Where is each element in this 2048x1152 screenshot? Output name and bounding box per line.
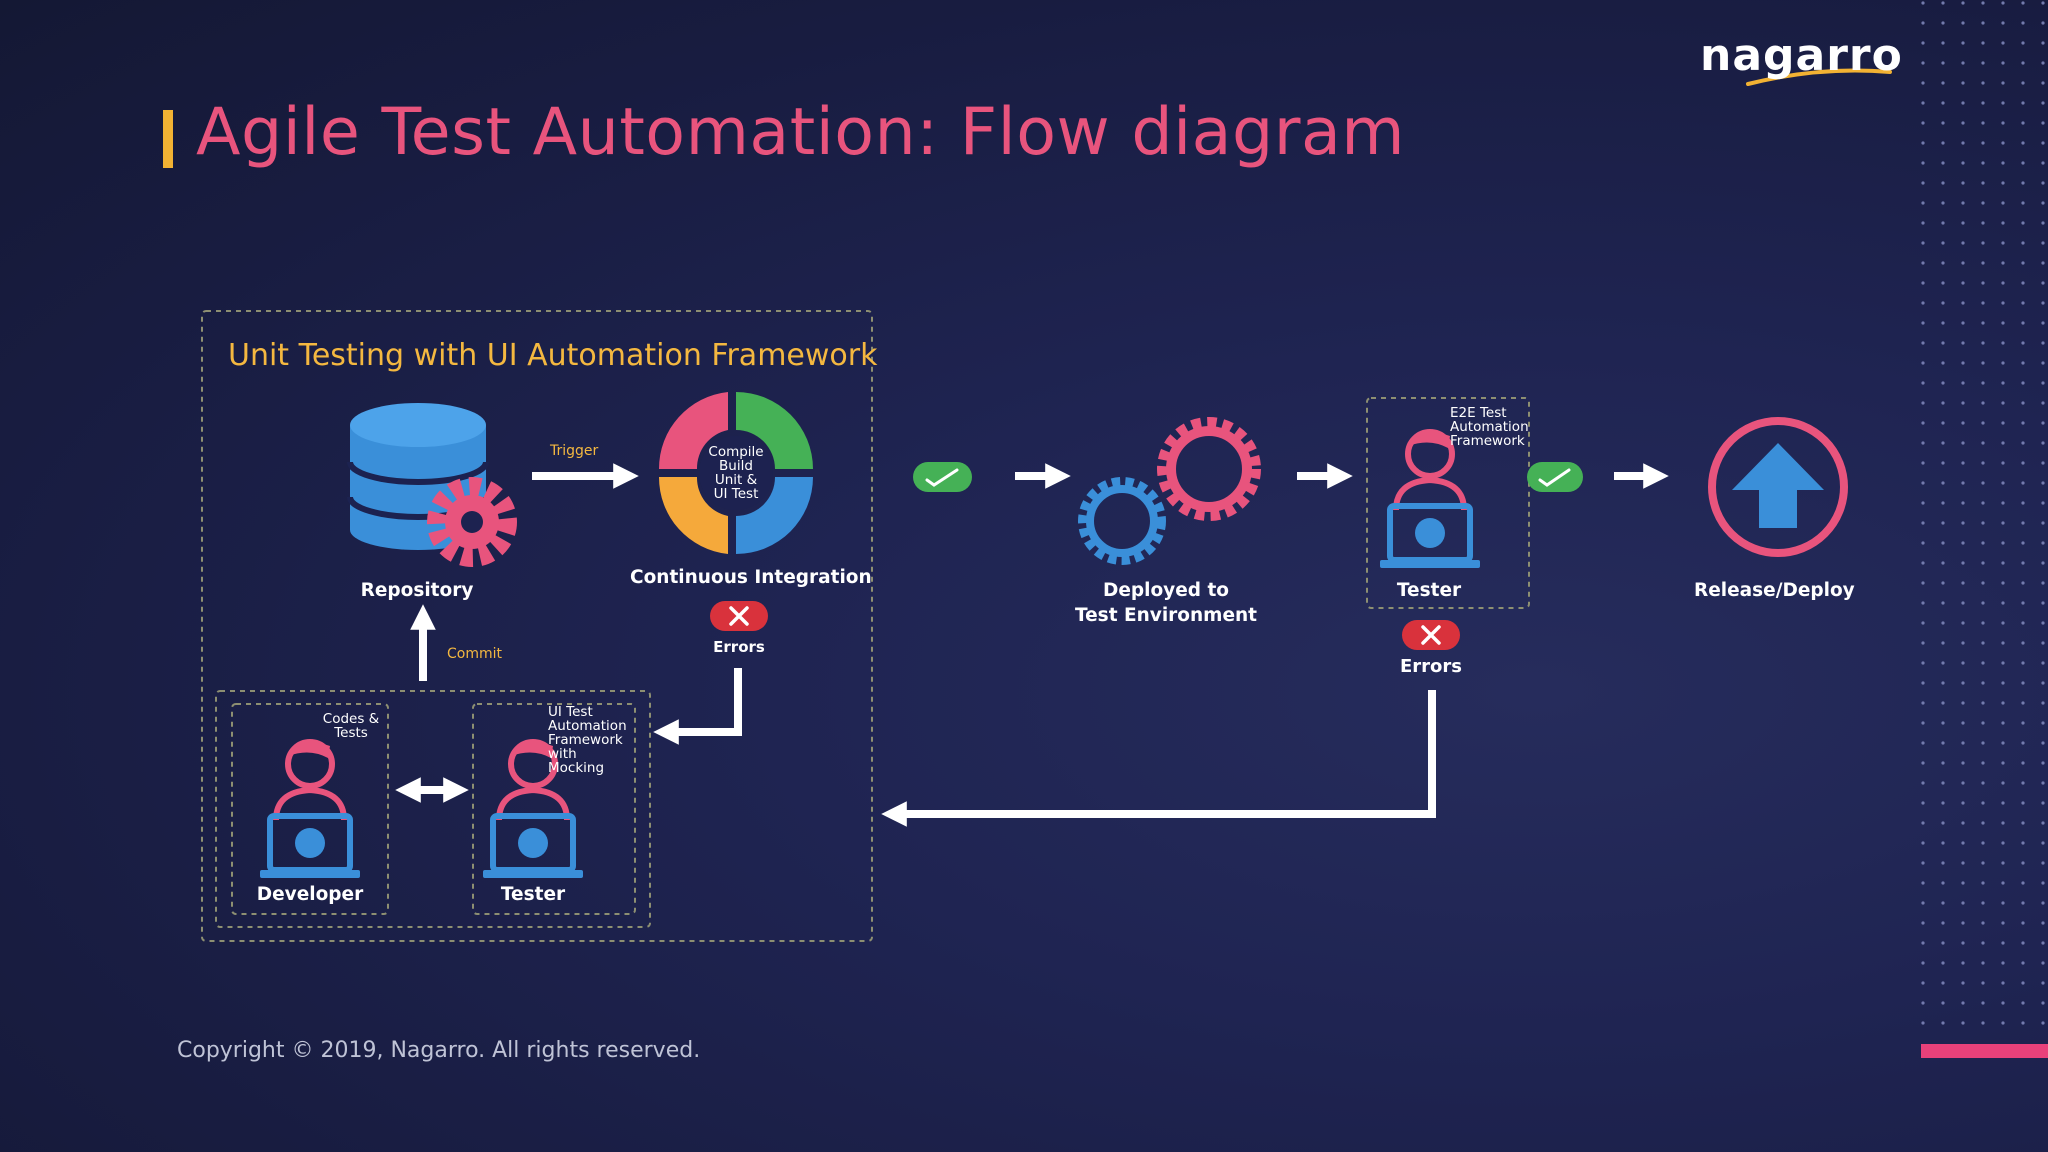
title-accent-bar	[163, 110, 173, 168]
developer-icon	[260, 739, 360, 878]
gear-icon	[427, 477, 517, 567]
check-icon	[913, 462, 972, 492]
e2e-note: E2E Test Automation Framework	[1450, 405, 1529, 449]
ci-inner-text: Compile Build Unit & UI Test	[708, 444, 764, 502]
repository-label: Repository	[360, 580, 474, 601]
ci-error-arrow	[653, 668, 742, 745]
deploy-label-line1: Deployed to	[1102, 580, 1230, 601]
e2e-tester-label: Tester	[1396, 580, 1462, 601]
tester-label: Tester	[500, 884, 566, 905]
unit-testing-box	[201, 310, 873, 942]
developer-label: Developer	[256, 884, 364, 905]
tester-note: UI Test Automation Framework with Mockin…	[548, 704, 627, 776]
check-icon	[1527, 462, 1583, 492]
dot-pattern	[1920, 0, 2048, 1040]
nagarro-logo: nagarro	[1700, 30, 1903, 81]
e2e-tester-box	[1366, 397, 1530, 609]
copyright: Copyright © 2019, Nagarro. All rights re…	[177, 1038, 701, 1063]
unit-box-title: Unit Testing with UI Automation Framewor…	[228, 338, 878, 373]
upload-arrow-icon	[1708, 417, 1848, 557]
developer-note: Codes & Tests	[322, 711, 380, 741]
tester-icon	[483, 739, 583, 878]
tester-box	[472, 703, 636, 915]
release-label: Release/Deploy	[1694, 580, 1855, 601]
error-icon	[710, 601, 768, 631]
ci-errors-label: Errors	[713, 638, 765, 656]
commit-label: Commit	[447, 646, 502, 662]
bottom-accent-bar	[1921, 1044, 2048, 1058]
developer-box	[231, 703, 389, 915]
page-title: Agile Test Automation: Flow diagram	[196, 95, 1406, 170]
e2e-errors-label: Errors	[1399, 656, 1462, 677]
flow-arrows	[395, 463, 1669, 827]
deploy-label-line2: Test Environment	[1074, 605, 1258, 626]
ci-label: Continuous Integration	[630, 567, 872, 588]
cycle-icon	[658, 392, 813, 554]
trigger-label: Trigger	[550, 443, 599, 459]
logo-swoosh	[1746, 68, 1892, 86]
error-icon	[1402, 620, 1460, 650]
e2e-error-arrow	[881, 690, 1436, 827]
gears-icon	[1078, 417, 1261, 565]
tester-icon	[1380, 429, 1480, 568]
dev-tester-group-box	[215, 690, 651, 928]
